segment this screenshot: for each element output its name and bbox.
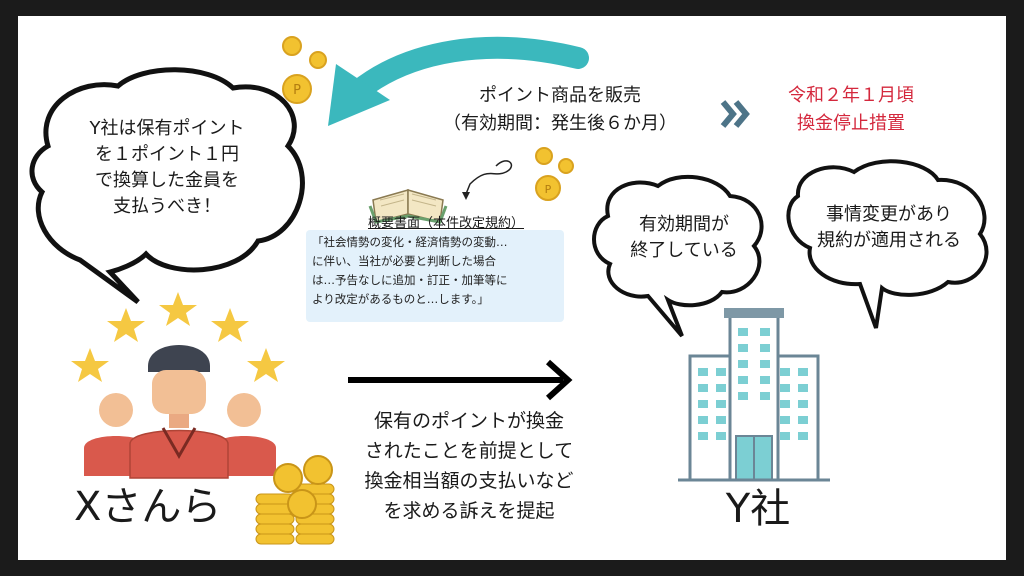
document-excerpt-box: 「社会情勢の変化・経済情勢の変動… に伴い、当社が必要と判断した場合 は…予告な… — [306, 230, 564, 322]
speech-bubble-company-1 — [592, 174, 764, 338]
product-sale-line-2: （有効期間：発生後６か月） — [443, 113, 677, 134]
left-bubble-line: 支払うべき！ — [113, 196, 221, 217]
people-icon — [84, 345, 276, 479]
diagram-canvas: P P — [18, 16, 1006, 560]
building-icon — [678, 308, 830, 482]
document-line: より改定があるものと…します。」 — [312, 292, 489, 306]
lawsuit-line: 保有のポイントが換金 — [373, 410, 564, 432]
left-bubble-line: を１ポイント１円 — [95, 144, 239, 165]
left-bubble-line: Y社は保有ポイント — [89, 118, 245, 139]
book-icon — [368, 189, 448, 224]
company-bubble-1-text: 有効期間が 終了している — [614, 212, 754, 264]
star-icon — [71, 292, 285, 382]
document-line: 「社会情勢の変化・経済情勢の変動… — [312, 235, 508, 249]
teal-curved-arrow-icon — [328, 36, 589, 126]
lawsuit-arrow-icon — [348, 359, 573, 401]
company-label: Y社 — [725, 486, 791, 532]
coin-icon: P — [282, 36, 327, 104]
document-line: に伴い、当社が必要と判断した場合 — [312, 254, 496, 268]
lawsuit-text: 保有のポイントが換金 されたことを前提として 換金相当額の支払いなど を求める訴… — [334, 406, 604, 526]
product-sale-line-1: ポイント商品を販売 — [479, 85, 641, 106]
document-line: は…予告なしに追加・訂正・加筆等に — [312, 273, 508, 287]
company-bubble-2-line: 規約が適用される — [817, 230, 961, 251]
document-excerpt: 「社会情勢の変化・経済情勢の変動… に伴い、当社が必要と判断した場合 は…予告な… — [306, 230, 564, 312]
speech-bubble-left — [29, 67, 305, 305]
chevrons-icon — [720, 100, 750, 128]
lawsuit-line: 換金相当額の支払いなど — [364, 470, 574, 492]
diagram-artwork: P P — [29, 36, 989, 545]
product-sale-text: ポイント商品を販売 （有効期間：発生後６か月） — [410, 82, 710, 138]
lawsuit-line: されたことを前提として — [364, 440, 574, 462]
company-bubble-1-line: 終了している — [630, 240, 738, 261]
document-title: 概要書面（本件改定規約） — [367, 216, 524, 231]
lawsuit-line: を求める訴えを提起 — [383, 500, 555, 522]
company-bubble-2-line: 事情変更があり — [826, 204, 952, 225]
svg-text:P: P — [545, 183, 552, 196]
svg-text:P: P — [293, 83, 301, 98]
speech-bubble-company-2 — [786, 159, 989, 329]
suspension-line-1: 令和２年１月頃 — [788, 85, 914, 106]
suspension-text: 令和２年１月頃 換金停止措置 — [766, 82, 936, 138]
company-bubble-1-line: 有効期間が — [639, 214, 729, 235]
suspension-line-2: 換金停止措置 — [797, 113, 905, 134]
company-bubble-2-text: 事情変更があり 規約が適用される — [804, 202, 974, 254]
claimant-label: Xさんら — [74, 484, 222, 530]
coin-stack-icon — [255, 455, 335, 545]
curly-arrow-icon — [462, 160, 513, 200]
left-bubble-line: で換算した金員を — [95, 170, 239, 191]
left-bubble-text: Y社は保有ポイント を１ポイント１円 で換算した金員を 支払うべき！ — [52, 116, 282, 220]
coin-icon: P — [535, 147, 574, 201]
